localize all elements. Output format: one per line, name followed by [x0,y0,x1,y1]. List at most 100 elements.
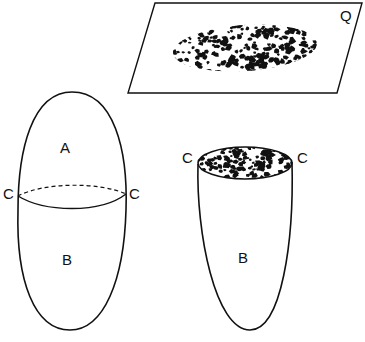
speck [207,32,211,35]
speck [280,44,285,47]
speck [253,41,256,43]
speck [200,24,204,27]
speck [198,32,204,36]
speck [172,65,176,68]
speck [301,48,304,51]
speck [260,152,265,156]
speck [283,56,289,60]
speck [240,66,244,69]
speck [195,70,200,75]
speck [290,147,295,151]
speck [260,156,266,160]
part-label: B [238,250,248,266]
speck [243,22,246,25]
speck [168,35,172,38]
speck [301,37,306,40]
speck [259,69,262,72]
speck [243,47,246,49]
speck [266,52,269,55]
speck [253,51,256,53]
speck [231,165,236,169]
speck [243,156,248,160]
speck [295,68,302,73]
section-texture [194,143,295,184]
speck [259,175,264,179]
speck [261,52,266,56]
speck [261,145,264,147]
speck [217,157,222,161]
hidden-section-line [18,185,126,196]
speck [196,172,200,175]
speck [230,155,233,157]
speck [264,32,270,37]
speck [224,157,230,162]
speck [173,57,176,60]
speck [258,179,261,181]
speck [201,168,206,172]
speck [299,21,306,25]
speck [170,67,176,72]
speck [274,27,281,31]
speck [247,37,252,40]
speck [193,24,199,28]
speck [269,57,274,62]
speck [288,70,292,73]
speck [262,70,270,74]
speck [252,44,258,49]
speck [308,70,315,75]
speck [249,170,254,175]
speck [230,30,233,33]
speck [219,179,227,184]
speck [214,52,219,56]
speck [312,66,316,70]
speck [305,23,309,26]
speck [255,48,259,51]
speck [253,21,258,24]
speck [257,21,260,24]
speck [308,47,311,49]
speck [240,28,244,31]
whole-solid [18,92,126,330]
speck [211,39,217,43]
speck [206,69,212,73]
speck [198,42,201,44]
speck [185,66,191,70]
speck [255,156,259,159]
speck [311,30,317,35]
speck [285,148,288,150]
speck [211,175,216,179]
speck [204,71,212,76]
speck [313,26,319,30]
speck [239,49,243,53]
speck [233,159,239,163]
speck [182,67,187,71]
speck [201,148,206,152]
speck [214,162,218,165]
speck [236,21,240,25]
speck [212,44,215,47]
speck [294,61,298,65]
part-label: C [3,186,14,202]
speck [210,175,215,180]
speck [191,46,194,49]
speck [311,51,314,53]
part-label: A [60,140,70,156]
speck [300,49,308,54]
speck [312,23,318,28]
solid-outline [18,92,126,330]
speck [184,58,189,62]
speck [258,72,261,75]
speck [297,59,300,63]
speck [194,173,198,177]
speck [235,49,239,53]
speck [274,143,278,146]
speck [220,61,225,66]
speck [195,61,203,67]
speck [268,28,274,32]
speck [233,20,239,24]
speck [285,174,290,179]
speck [200,162,204,166]
speck [268,160,272,165]
speck [302,30,307,34]
